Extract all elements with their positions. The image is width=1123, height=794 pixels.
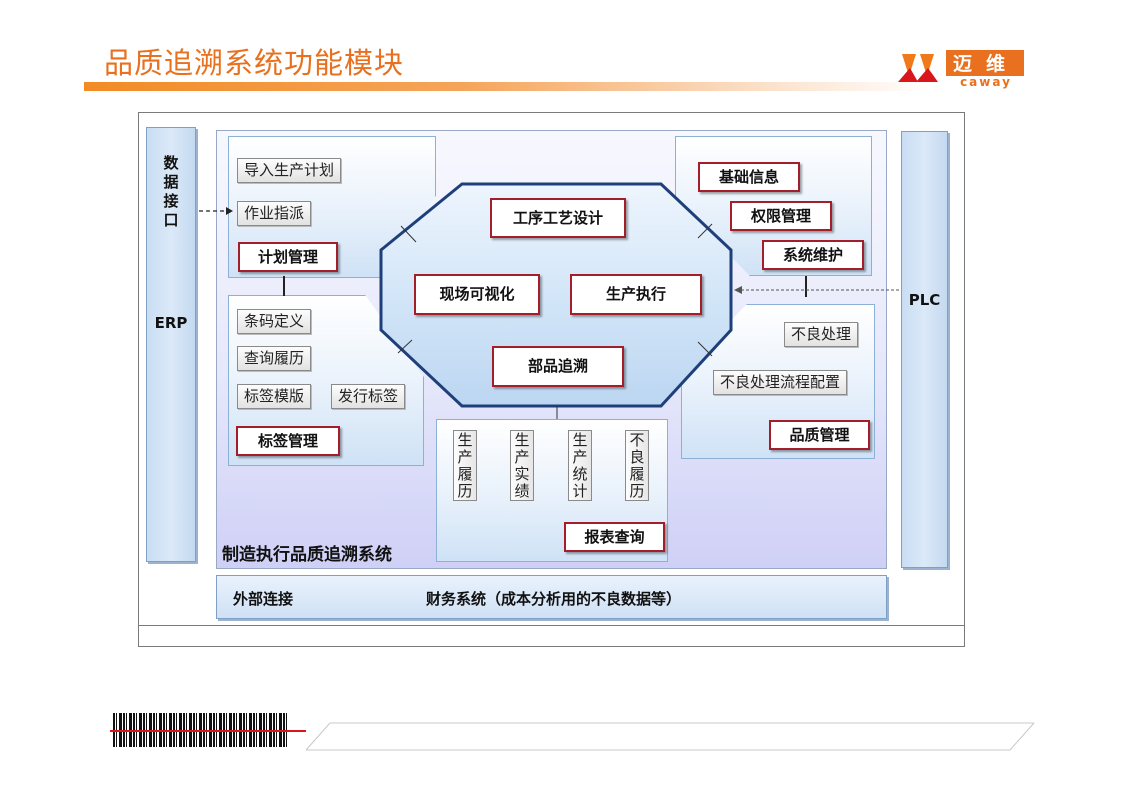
defect-handling-button[interactable]: 不良处理 (784, 322, 859, 347)
production-exec-button[interactable]: 生产执行 (570, 274, 702, 315)
external-finance-text: 财务系统（成本分析用的不良数据等） (426, 590, 682, 608)
permission-mgmt-button[interactable]: 权限管理 (730, 201, 832, 231)
plc-label: PLC (908, 291, 941, 309)
core-octagon (379, 182, 733, 408)
report-query-title[interactable]: 报表查询 (564, 522, 665, 552)
quality-mgmt-title[interactable]: 品质管理 (769, 420, 870, 450)
plc-side-bar (901, 131, 948, 568)
connector-plan (400, 225, 417, 243)
barcode-define-button[interactable]: 条码定义 (237, 309, 312, 334)
site-visual-button[interactable]: 现场可视化 (414, 274, 540, 315)
external-label: 外部连接 (233, 590, 294, 608)
import-plan-button[interactable]: 导入生产计划 (237, 158, 342, 183)
part-trace-button[interactable]: 部品追溯 (492, 346, 624, 387)
basic-info-button[interactable]: 基础信息 (698, 162, 800, 192)
report-production-stats[interactable]: 生产统计 (568, 430, 592, 501)
company-logo: 迈维 caway (896, 46, 1028, 90)
report-defect-history[interactable]: 不良履历 (625, 430, 649, 501)
system-maint-button[interactable]: 系统维护 (762, 240, 864, 270)
label-mgmt-title[interactable]: 标签管理 (236, 426, 340, 456)
connector-label (397, 339, 413, 354)
query-history-button[interactable]: 查询履历 (237, 346, 312, 371)
erp-side-bar (146, 127, 196, 562)
assign-work-button[interactable]: 作业指派 (237, 201, 312, 226)
logo-mark-icon (898, 54, 938, 82)
frame-divider (139, 625, 964, 626)
connector-quality (697, 341, 713, 357)
report-production-history[interactable]: 生产履历 (453, 430, 477, 501)
plan-mgmt-title[interactable]: 计划管理 (238, 242, 338, 272)
connector-basic (697, 223, 713, 239)
title-underline-bar (84, 82, 930, 91)
data-interface-label: 数 据 接 口 (163, 154, 179, 229)
plc-arrowhead-icon (734, 286, 742, 294)
label-template-button[interactable]: 标签模版 (237, 384, 312, 409)
footer-red-line (110, 730, 306, 732)
logo-subtext: caway (960, 75, 1012, 89)
external-connection-bar (216, 575, 887, 619)
page-title: 品质追溯系统功能模块 (104, 46, 405, 80)
issue-label-button[interactable]: 发行标签 (331, 384, 406, 409)
logo-text: 迈维 (952, 53, 1019, 75)
mes-caption: 制造执行品质追溯系统 (222, 545, 392, 565)
report-production-result[interactable]: 生产实绩 (510, 430, 534, 501)
erp-label: ERP (154, 314, 188, 332)
erp-arrowhead-icon (226, 207, 233, 215)
process-design-button[interactable]: 工序工艺设计 (490, 198, 626, 238)
defect-flow-config-button[interactable]: 不良处理流程配置 (713, 370, 848, 395)
logo-text-box (946, 50, 1024, 76)
